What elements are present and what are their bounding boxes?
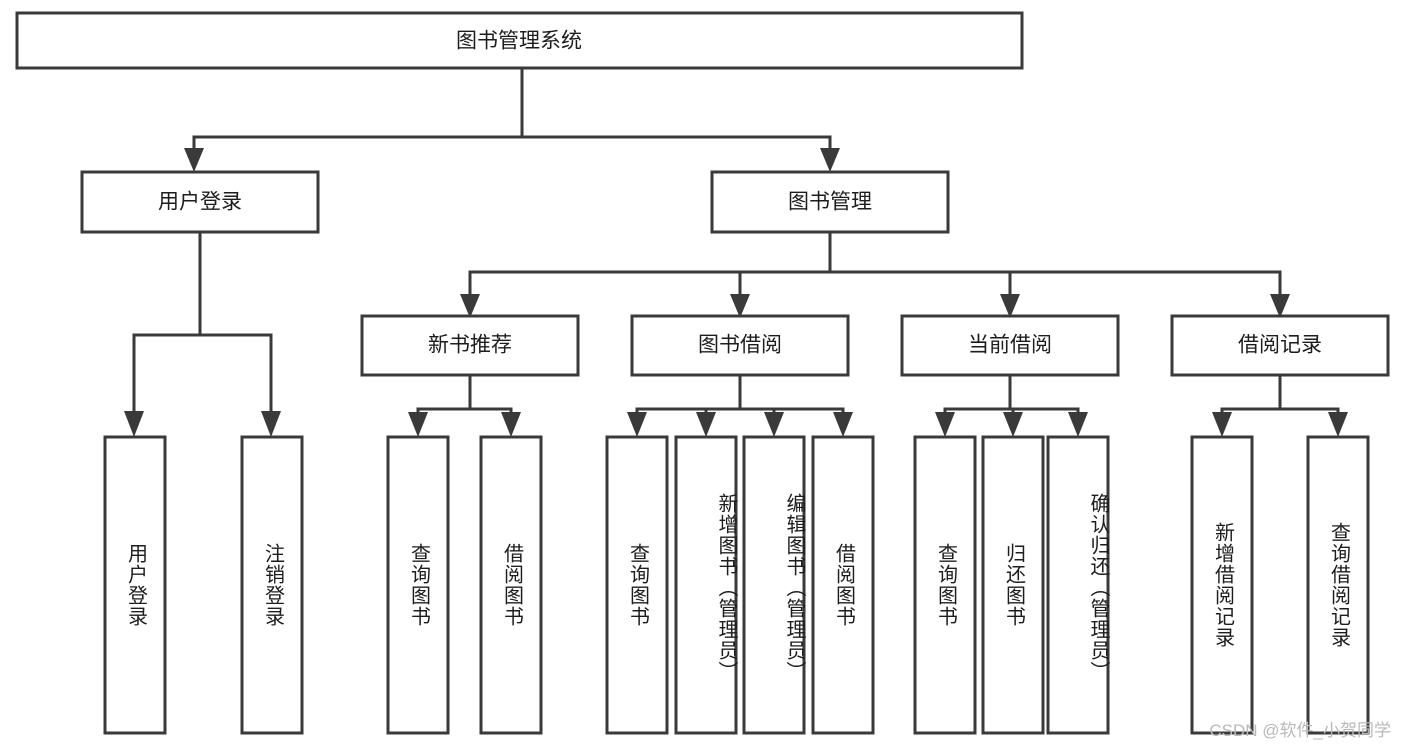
arrow-to-leaf-logout-login xyxy=(261,411,281,437)
node-book-borrow[interactable]: 图书借阅 xyxy=(630,314,850,377)
node-borrow-record-label: 借阅记录 xyxy=(1238,334,1322,357)
arrow-to-leaf-query-book-2 xyxy=(627,412,647,437)
node-leaf-return-book-box[interactable] xyxy=(981,435,1045,735)
node-borrow-record[interactable]: 借阅记录 xyxy=(1170,314,1390,377)
node-leaf-query-book-3-box[interactable] xyxy=(913,435,977,735)
arrow-to-leaf-edit-book xyxy=(764,412,784,437)
arrow-to-borrow-record xyxy=(1270,294,1290,318)
arrow-to-leaf-borrow-book-2 xyxy=(833,412,853,437)
node-current-borrow-label: 当前借阅 xyxy=(968,334,1052,357)
node-leaf-logout-login-box[interactable] xyxy=(240,435,304,735)
arrow-to-leaf-add-record xyxy=(1212,412,1232,437)
node-user-login-box[interactable] xyxy=(80,170,320,234)
node-user-login-label: 用户登录 xyxy=(158,191,242,214)
node-leaf-query-book-2-box[interactable] xyxy=(605,435,669,735)
node-new-book-recommend[interactable]: 新书推荐 xyxy=(360,314,580,377)
node-leaf-query-record-box[interactable] xyxy=(1306,435,1370,735)
arrow-to-book-borrow xyxy=(730,294,750,318)
arrow-to-leaf-query-book-3 xyxy=(935,412,955,437)
node-root-label: 图书管理系统 xyxy=(456,30,582,53)
nodes-group: 图书管理系统 用户登录 图书管理 新书推荐 图书借阅 当前 xyxy=(15,11,1390,735)
node-new-book-recommend-box[interactable] xyxy=(360,314,580,377)
arrow-to-new-book-recommend xyxy=(460,294,480,318)
edges-group xyxy=(124,66,1348,437)
arrow-to-leaf-query-book-1 xyxy=(408,412,428,437)
node-root-box[interactable] xyxy=(15,11,1024,70)
node-new-book-recommend-label: 新书推荐 xyxy=(428,334,512,357)
node-book-management-box[interactable] xyxy=(710,170,950,234)
arrow-to-current-borrow xyxy=(1000,294,1020,318)
arrow-to-leaf-query-record xyxy=(1328,412,1348,437)
arrow-to-leaf-user-login xyxy=(124,411,144,437)
arrow-to-leaf-borrow-book-1 xyxy=(501,412,521,437)
node-book-borrow-box[interactable] xyxy=(630,314,850,377)
node-leaf-add-record-box[interactable] xyxy=(1190,435,1254,735)
node-leaf-user-login-box[interactable] xyxy=(103,435,167,735)
node-leaf-add-book-box[interactable] xyxy=(674,435,738,735)
arrow-to-user-login xyxy=(184,148,204,172)
csdn-watermark: CSDN @软件_小贺同学 xyxy=(1209,721,1391,740)
node-book-management-label: 图书管理 xyxy=(788,191,872,214)
node-leaf-borrow-book-1-box[interactable] xyxy=(479,435,543,735)
arrow-to-book-management xyxy=(820,148,840,172)
node-book-management[interactable]: 图书管理 xyxy=(710,170,950,234)
arrow-to-leaf-add-book xyxy=(696,412,716,437)
node-leaf-borrow-book-2-box[interactable] xyxy=(811,435,875,735)
node-leaf-edit-book-box[interactable] xyxy=(742,435,806,735)
node-user-login[interactable]: 用户登录 xyxy=(80,170,320,234)
arrow-to-leaf-confirm-return xyxy=(1068,412,1088,437)
node-current-borrow-box[interactable] xyxy=(900,314,1120,377)
node-leaf-query-book-1-box[interactable] xyxy=(386,435,450,735)
node-leaf-confirm-return-box[interactable] xyxy=(1046,435,1110,735)
arrow-to-leaf-return-book xyxy=(1003,412,1023,437)
node-current-borrow[interactable]: 当前借阅 xyxy=(900,314,1120,377)
node-root[interactable]: 图书管理系统 xyxy=(15,11,1024,70)
node-book-borrow-label: 图书借阅 xyxy=(698,334,782,357)
node-borrow-record-box[interactable] xyxy=(1170,314,1390,377)
